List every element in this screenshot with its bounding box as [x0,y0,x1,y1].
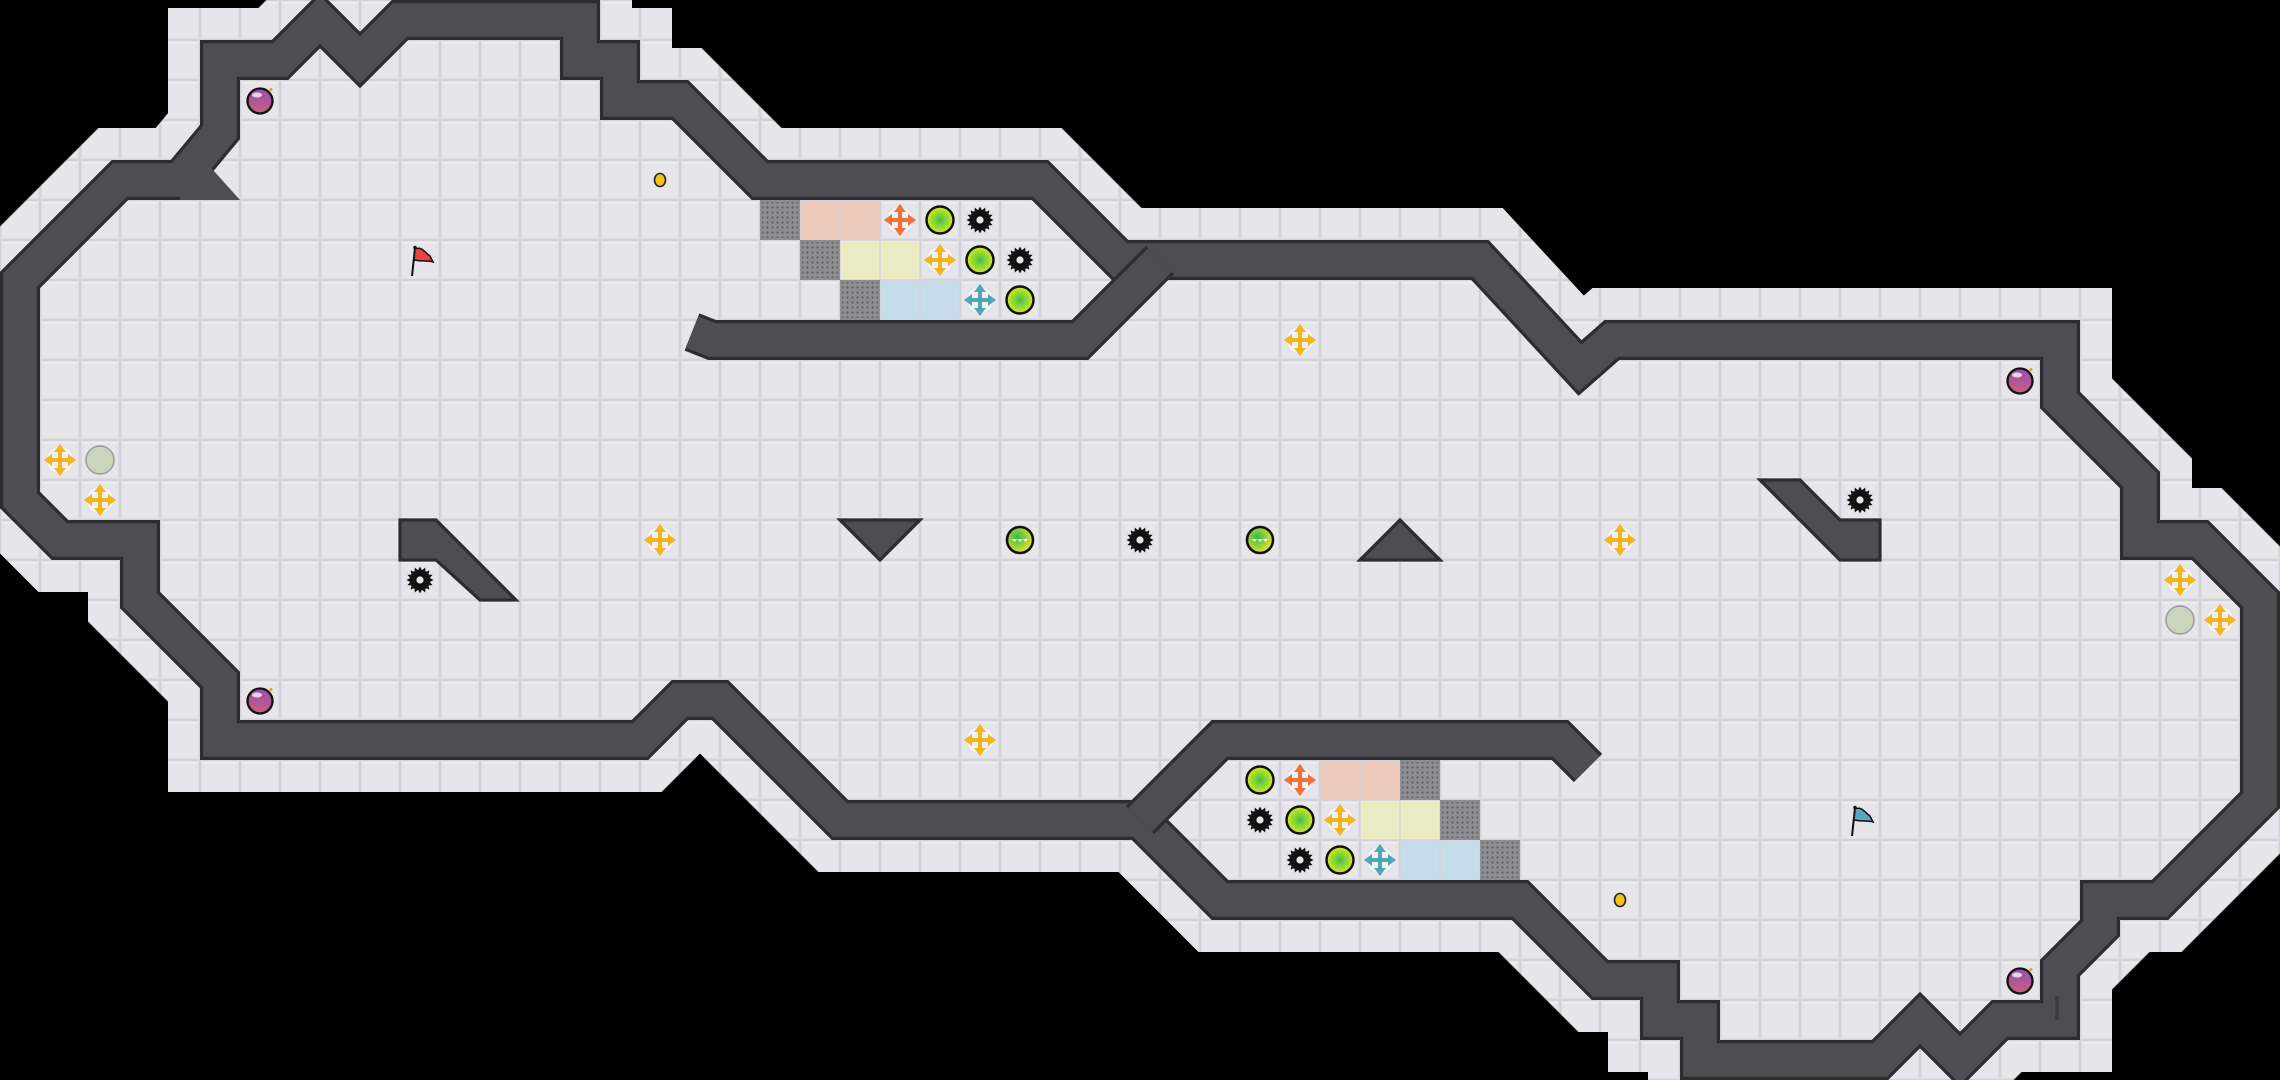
grate-tile [760,200,800,240]
green-ball-icon [965,245,995,275]
purple-bomb-icon [2006,366,2034,395]
upper-chamber-wall [685,248,1172,357]
yellow-color-tile [1360,800,1400,840]
blue-color-tile [1400,840,1440,880]
grate-tile [1480,840,1520,880]
yellow-color-tile [840,240,880,280]
pink-color-tile [1360,760,1400,800]
coin-icon [653,172,667,188]
outer-wall [3,0,2277,1080]
yellow-color-tile [880,240,920,280]
gear-icon [1286,846,1314,874]
green-ball-icon [1285,805,1315,835]
diagonal-wall-right [1756,478,1882,562]
grate-tile [800,240,840,280]
gear-icon [406,566,434,594]
pink-color-tile [1320,760,1360,800]
blue-color-tile [1440,840,1480,880]
purple-bomb-icon [246,686,274,715]
gear-icon [1246,806,1274,834]
triangle-wall-up [1356,517,1444,562]
green-ball-icon [1325,845,1355,875]
gear-icon [966,206,994,234]
pink-color-tile [800,200,840,240]
grey-pad-icon [2165,605,2195,635]
green-ball-icon [925,205,955,235]
coin-icon [1613,892,1627,908]
blue-color-tile [880,280,920,320]
green-ball-icon [1245,765,1275,795]
striped-orb-icon [1005,525,1035,555]
wall-notch [180,160,240,200]
purple-bomb-icon [246,86,274,115]
triangle-wall-down [836,518,924,563]
grate-tile [1440,800,1480,840]
lower-chamber-wall [1128,723,1600,832]
gear-icon [1846,486,1874,514]
exit-marker [2055,996,2059,1020]
yellow-color-tile [1400,800,1440,840]
gear-icon [1126,526,1154,554]
green-ball-icon [1005,285,1035,315]
grey-pad-icon [85,445,115,475]
striped-orb-icon [1245,525,1275,555]
board-entities [43,86,2237,995]
grate-tile [840,280,880,320]
purple-bomb-icon [2006,966,2034,995]
pink-color-tile [840,200,880,240]
grate-tile [1400,760,1440,800]
blue-color-tile [920,280,960,320]
gear-icon [1006,246,1034,274]
diagonal-wall-left [398,518,520,602]
